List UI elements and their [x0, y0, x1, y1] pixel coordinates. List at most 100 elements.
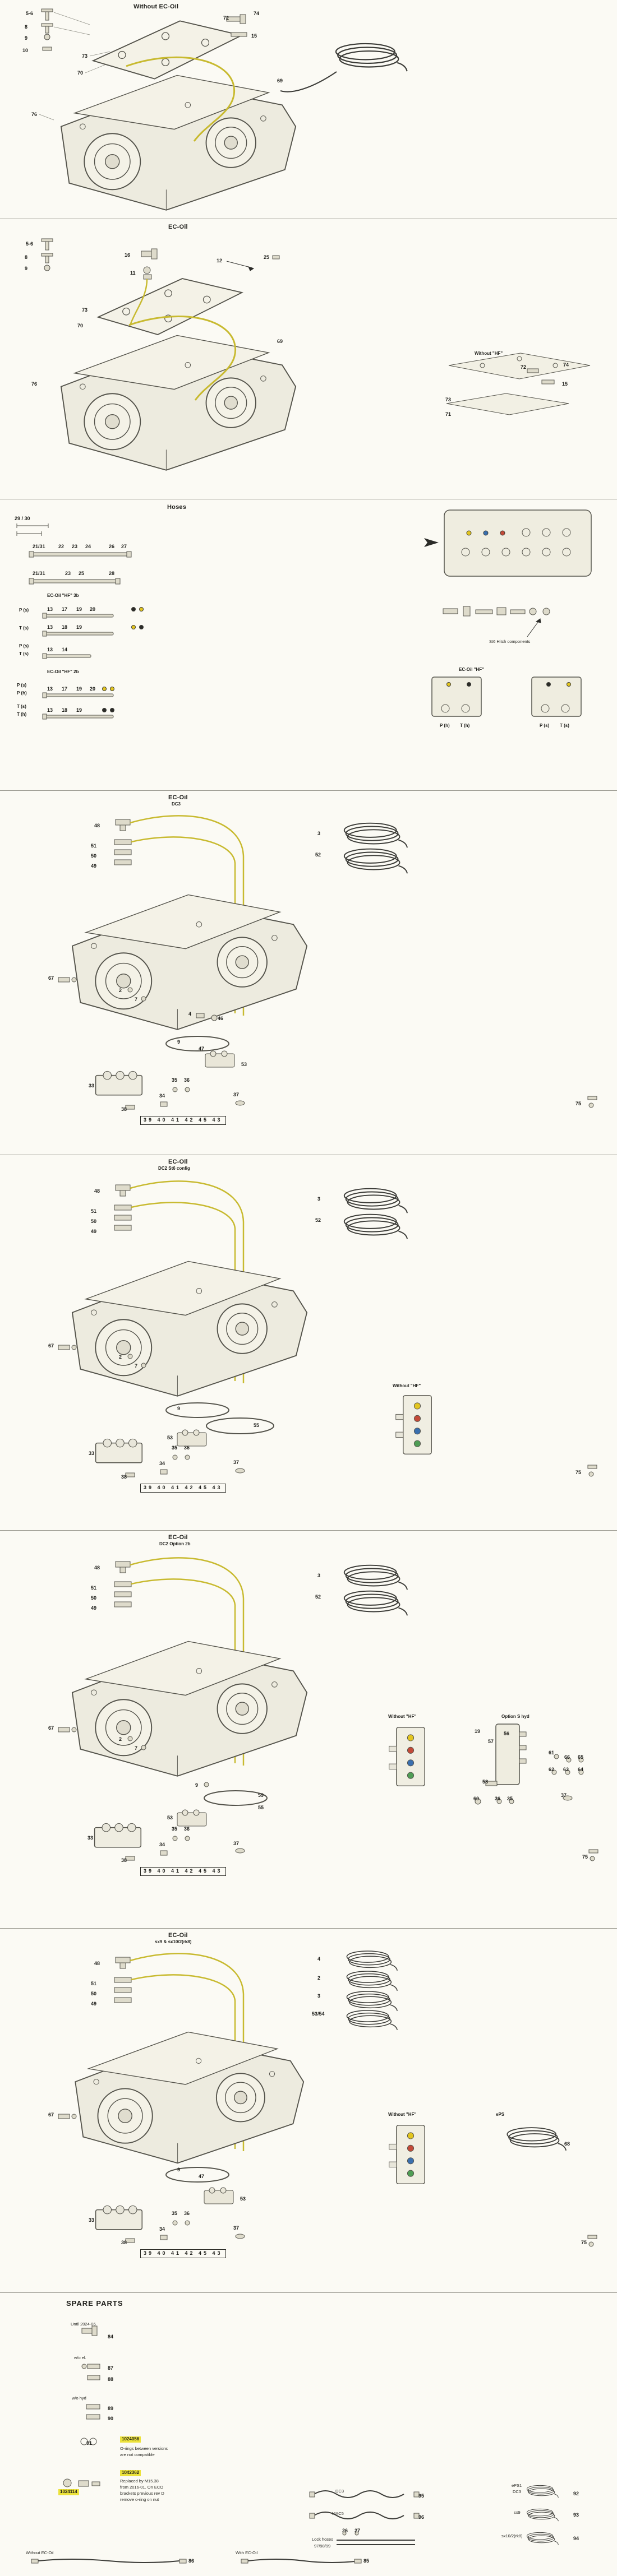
part-number-label: 28 [109, 571, 115, 576]
part-number-label: 20 [90, 686, 96, 692]
part-number-label: 17 [62, 686, 68, 692]
part-number-label: 49 [91, 1229, 97, 1234]
top-fitting-icons [226, 14, 247, 37]
note-text: from 2016-01. On ECO [120, 2485, 164, 2490]
part-number-label: 19 [76, 606, 82, 612]
part-number-label: 2 [119, 1736, 122, 1742]
spare-parts-drawings [31, 2325, 559, 2564]
part-number-label: 66 [564, 1754, 570, 1760]
group-label: P (s) [17, 683, 27, 688]
hose-route-highlight [130, 815, 245, 1016]
group-label: T (s) [19, 626, 29, 631]
exploded-view-without-ec-oil [39, 8, 408, 211]
part-number-label: 27 [354, 2528, 361, 2533]
part-number-label: 4 [317, 1956, 321, 1962]
part-number-label: 15 [562, 381, 568, 387]
part-number-label: 47 [199, 2174, 205, 2179]
group-label: T (h) [17, 712, 27, 717]
part-number-label: 25 [264, 254, 270, 260]
part-number-label: 96 [418, 2514, 425, 2520]
part-number-label: 62 [549, 1767, 555, 1772]
part-number-label: 34 [159, 1842, 165, 1847]
part-number-label: 14 [62, 647, 68, 652]
part-number-label: 86 [188, 2558, 195, 2564]
part-number-label: 72 [521, 364, 527, 370]
part-number-label: 76 [31, 112, 38, 117]
part-number-box: 39 40 41 42 45 43 [140, 1867, 226, 1876]
part-number-label: 13 [47, 647, 53, 652]
exploded-view-dc2-st6 [58, 1180, 597, 1477]
section-title: EC-Oil [168, 1932, 188, 1939]
part-number-highlight: 1024114 [58, 2489, 79, 2495]
part-number-label: 95 [418, 2493, 425, 2499]
ec-oil-plate-drawing [424, 509, 592, 577]
port-marker-dot [483, 530, 489, 536]
small-part-icons [58, 2114, 597, 2247]
part-number-label: 51 [91, 1981, 97, 1986]
part-number-label: 68 [564, 2141, 570, 2147]
group-label: EC-Oil "HF" [459, 667, 484, 672]
port-marker-dot [131, 607, 136, 611]
part-number-box: 39 40 41 42 45 43 [140, 1484, 226, 1493]
part-number-label: 37 [233, 1841, 240, 1846]
part-number-label: 36 [184, 1445, 190, 1451]
port-marker-dot [102, 687, 107, 691]
section-title: EC-Oil [168, 1159, 188, 1165]
part-number-box: 39 40 41 42 45 43 [140, 1116, 226, 1125]
note-text: St6 Hitch components [489, 639, 531, 644]
part-number-label: 93 [573, 2512, 579, 2518]
part-number-label: 55 [258, 1805, 264, 1810]
hitch-components-fittings [443, 606, 550, 617]
part-number-label: 21/31 [33, 544, 45, 549]
port-marker-dot [546, 682, 551, 687]
part-number-label: 23 [65, 571, 71, 576]
part-number-label: 18 [62, 624, 68, 630]
part-number-highlight: 1024056 [120, 2436, 141, 2443]
part-number-label: 9 [177, 1039, 181, 1045]
part-number-label: 49 [91, 2001, 97, 2007]
part-number-label: 33 [89, 2217, 95, 2223]
note-text: sx9 [514, 2510, 521, 2515]
hose-route-highlight [130, 1953, 245, 2151]
part-number-label: 52 [315, 852, 321, 858]
part-number-label: 48 [94, 1961, 100, 1966]
part-number-label: 2 [119, 1354, 122, 1360]
part-number-label: 10 [22, 48, 29, 53]
note-text: MAC5 [332, 2511, 344, 2516]
part-number-label: 35 [172, 1077, 178, 1083]
part-number-label: 20 [90, 606, 96, 612]
part-number-label: 35 [172, 2211, 178, 2216]
part-number-label: 35 [507, 1796, 513, 1801]
part-number-label: 46 [218, 1016, 224, 1021]
part-number-label: 75 [581, 2240, 587, 2245]
part-number-label: 51 [91, 1208, 97, 1214]
part-number-label: 33 [89, 1083, 95, 1088]
part-number-label: 15 [251, 33, 257, 39]
part-number-label: 87 [108, 2365, 114, 2371]
part-number-label: 26 [342, 2528, 348, 2533]
hose-route-highlight [130, 1557, 245, 1766]
group-label: Without "HF" [388, 1714, 417, 1719]
section-title: EC-Oil [168, 794, 188, 801]
group-label: EC-Oil "HF" 2b [47, 669, 79, 674]
exploded-view-dc3 [58, 815, 597, 1110]
note-text: DC3 [335, 2489, 344, 2494]
note-text: brackets previous rev D [120, 2491, 164, 2496]
part-number-label: 35 [172, 1826, 178, 1832]
part-number-label: 36 [184, 1077, 190, 1083]
part-number-label: 13 [47, 707, 53, 713]
arrow-icon [424, 538, 439, 547]
long-hose-icons [31, 2559, 362, 2564]
part-number-label: 69 [277, 339, 283, 344]
part-number-label: 3 [317, 831, 321, 836]
small-part-icons [58, 1345, 597, 1477]
hose-route-highlight [126, 56, 236, 142]
part-number-label: 2 [317, 1975, 321, 1981]
part-number-label: 63 [563, 1767, 569, 1772]
exploded-view-dc2-2b [58, 1557, 598, 1861]
note-text: Until 2024-06 [71, 2322, 96, 2327]
part-number-label: 91 [86, 2440, 93, 2446]
hose-route-highlight [131, 1202, 236, 1381]
part-number-label: 64 [578, 1767, 584, 1772]
